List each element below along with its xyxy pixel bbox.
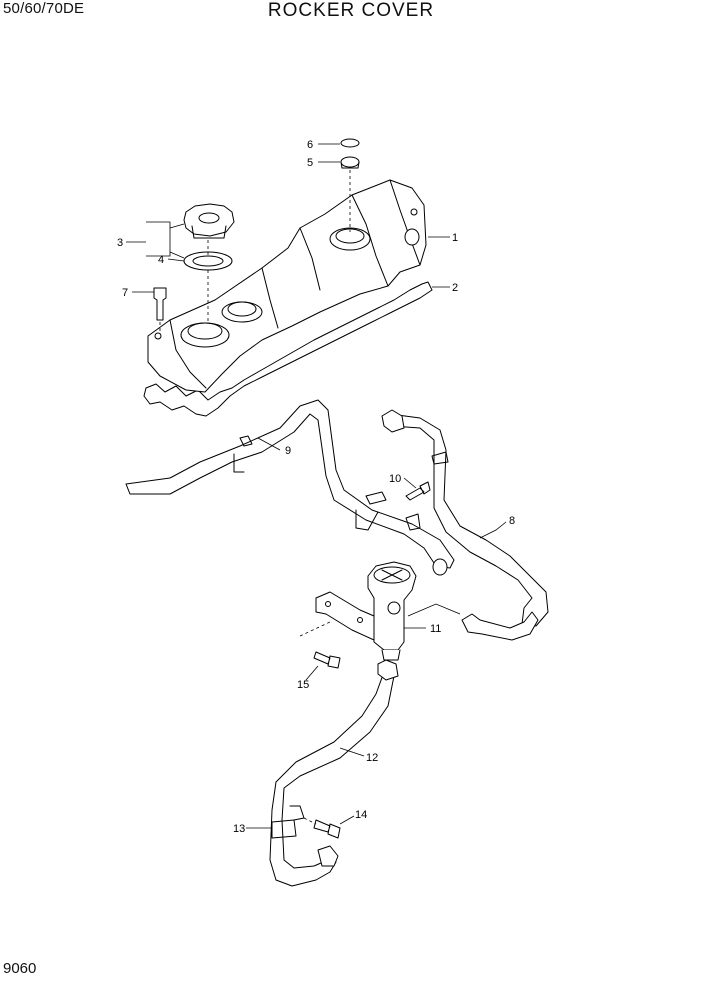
bracket-bolt xyxy=(405,481,431,501)
separator-bolt xyxy=(313,651,341,669)
rocker-cover-ridge xyxy=(169,179,421,389)
callout-12: 12 xyxy=(366,752,378,764)
filler-opening xyxy=(180,322,230,348)
breather-plug xyxy=(340,156,360,168)
clamp-bolt xyxy=(313,819,341,839)
model-code: 50/60/70DE xyxy=(3,0,85,17)
gasket xyxy=(143,281,433,417)
breather-opening xyxy=(329,227,371,251)
callout-4: 4 xyxy=(158,254,164,266)
callout-8: 8 xyxy=(509,515,515,527)
page-number: 9060 xyxy=(3,960,37,977)
callout-14: 14 xyxy=(355,809,367,821)
callout-5: 5 xyxy=(307,157,313,169)
separator-bracket xyxy=(315,591,375,641)
cover-opening xyxy=(221,301,263,323)
o-ring xyxy=(340,138,360,148)
callout-11: 11 xyxy=(430,623,441,635)
breather-hose xyxy=(389,413,549,627)
callout-7: 7 xyxy=(122,287,128,299)
callout-13: 13 xyxy=(233,823,245,835)
callout-15: 15 xyxy=(297,679,309,691)
cover-nipple xyxy=(404,228,420,246)
callout-6: 6 xyxy=(307,139,313,151)
callout-3: 3 xyxy=(117,237,123,249)
cover-bolt xyxy=(153,287,167,321)
hose-clamp xyxy=(271,819,297,839)
oil-filler-cap xyxy=(183,203,235,237)
breather-pipe xyxy=(125,399,455,569)
callout-10: 10 xyxy=(389,473,401,485)
page-title: ROCKER COVER xyxy=(267,0,435,21)
callout-9: 9 xyxy=(285,445,291,457)
callout-1: 1 xyxy=(452,232,458,244)
pipe-clamp xyxy=(432,558,448,576)
callout-2: 2 xyxy=(452,282,458,294)
